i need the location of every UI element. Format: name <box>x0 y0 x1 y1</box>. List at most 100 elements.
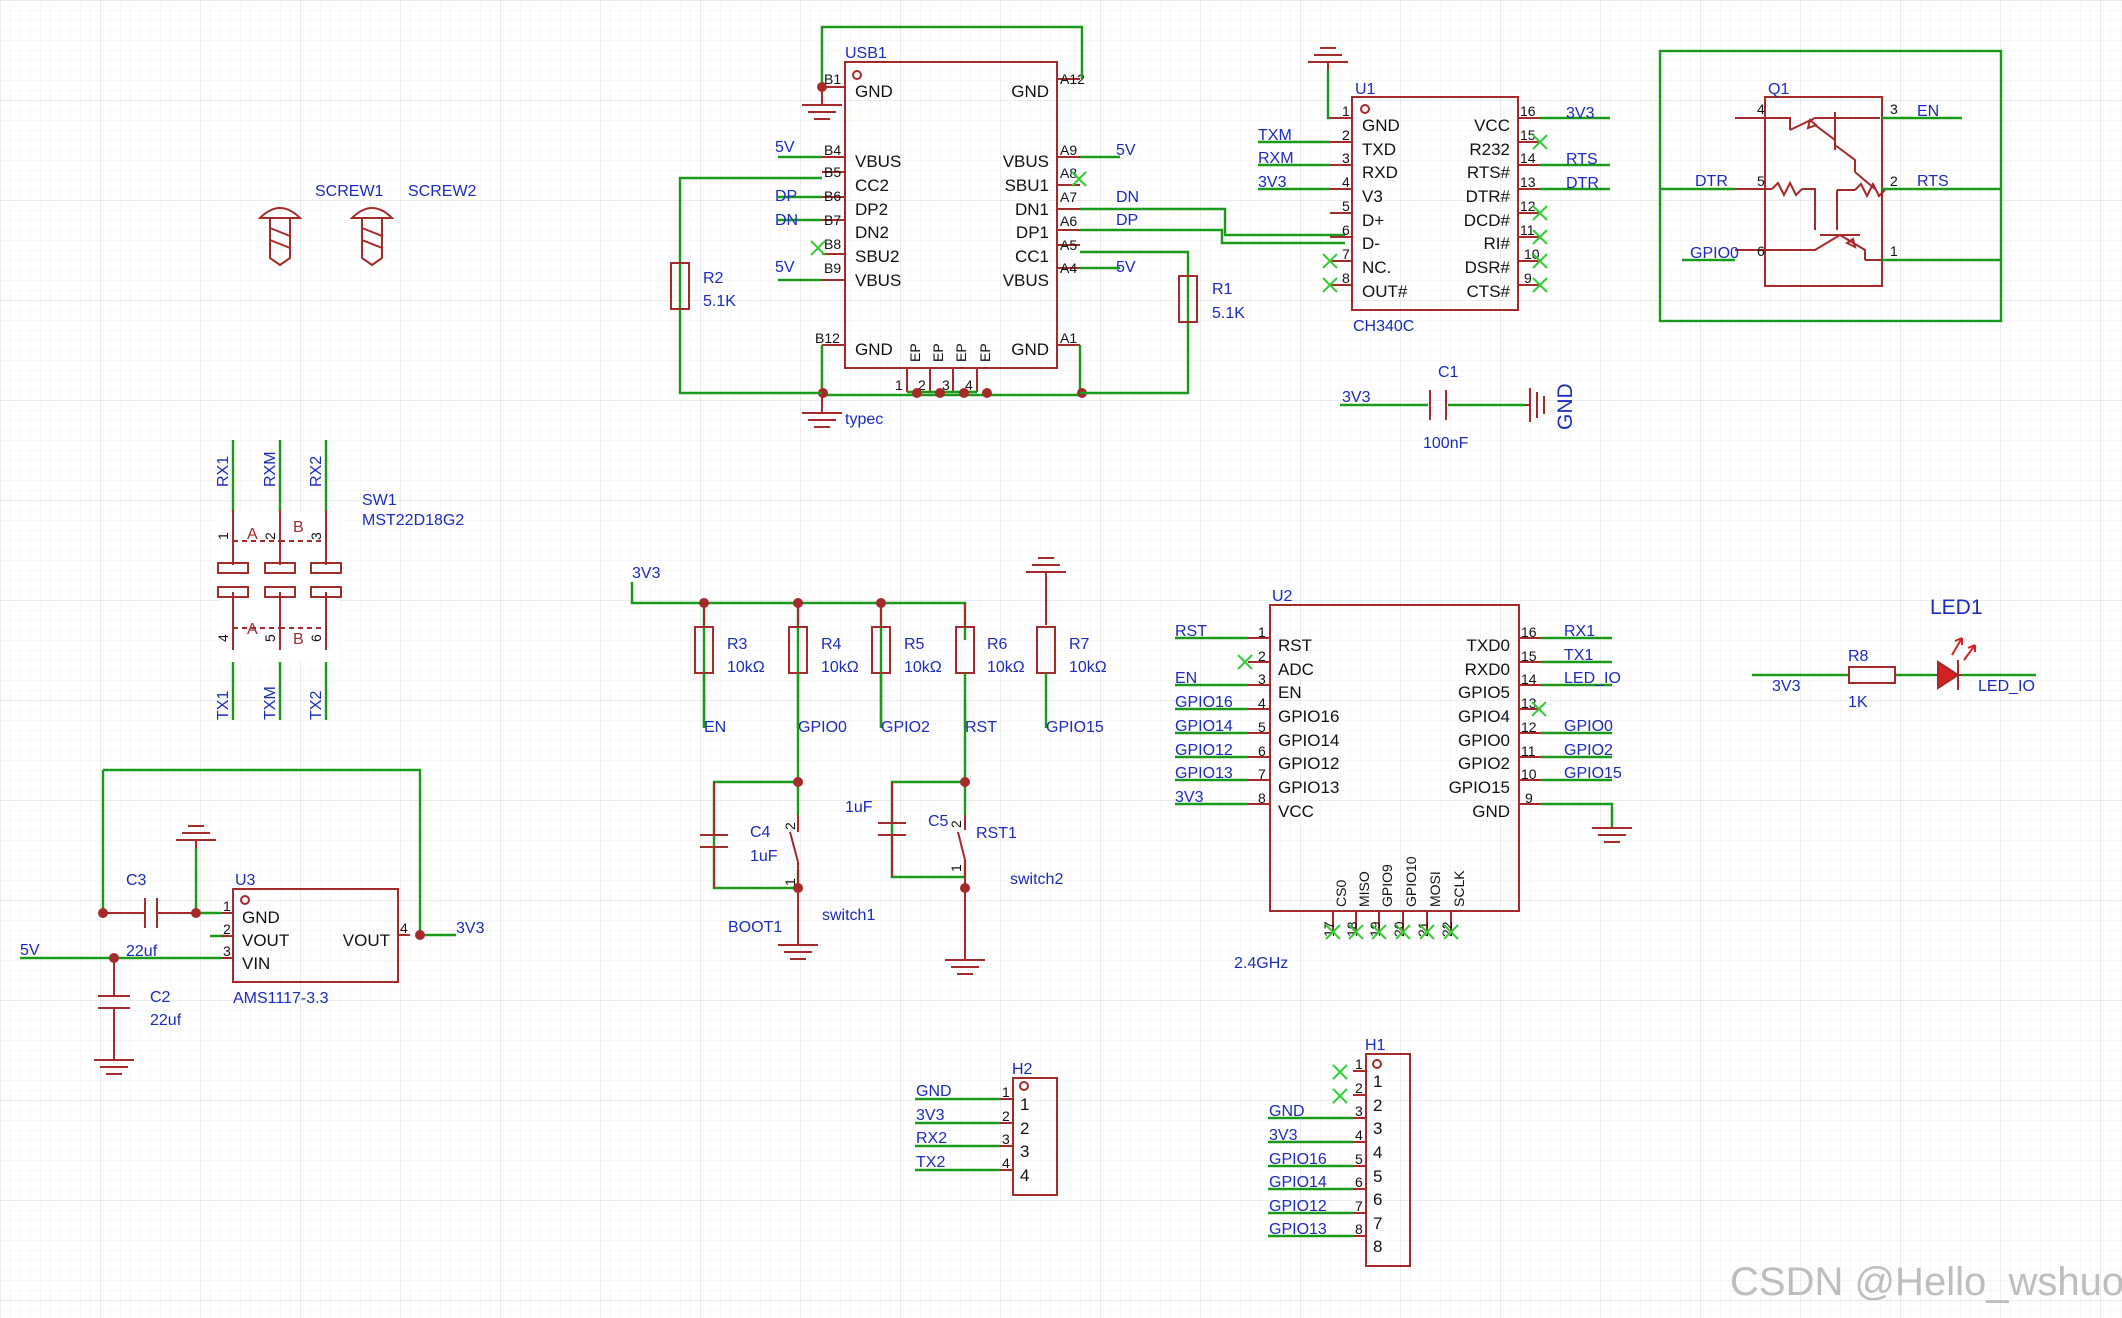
left-pins-name-label: GPIO16 <box>1278 707 1339 726</box>
right-pins-name-label: VBUS <box>1003 271 1049 290</box>
right-pins-num-label: A5 <box>1060 237 1077 253</box>
screw2-symbol[interactable]: SCREW2 <box>349 183 477 267</box>
left-pins-name-label: TXD <box>1362 140 1396 159</box>
h2-header[interactable]: H2 1 2 3 4 1 2 3 4 GND 3V3 RX2 TX2 <box>915 1061 1058 1196</box>
h1-pins-label: 8 <box>1355 1221 1363 1237</box>
boot1-pins-label: 2 <box>782 822 798 830</box>
u1-component[interactable]: U1 CH340C 1 2 3 4 5 6 7 8 16 15 14 13 12… <box>1258 47 1610 335</box>
usb1-nets-right-label: 5V <box>1116 259 1136 276</box>
u1-nets-left-label: RXM <box>1258 150 1294 167</box>
q1-pins-label: 6 <box>1757 243 1765 259</box>
resistors-value-label: 10kΩ <box>904 659 942 676</box>
right-pins-name-label: RI# <box>1484 234 1511 253</box>
r1-resistor[interactable]: R1 5.1K <box>1178 275 1245 323</box>
left-pins-name-label: SBU2 <box>855 247 899 266</box>
c4-ref-label: C4 <box>750 824 771 841</box>
sw1-switch[interactable]: SW1 MST22D18G2 RX1 RXM RX2 TX1 TXM TX2 1… <box>215 440 464 720</box>
bottom-pins-name-label: EP <box>907 343 923 362</box>
sw1-top-nets-label: RXM <box>262 451 279 487</box>
u2-value-label: 2.4GHz <box>1234 955 1288 972</box>
right-pins-net-label: GPIO2 <box>1564 742 1613 759</box>
left-pins-net-label: GPIO14 <box>1175 718 1233 735</box>
q1-pins-label: 1 <box>1890 243 1898 259</box>
h1-pins-label: 6 <box>1355 1174 1363 1190</box>
sw1-ref-label: SW1 <box>362 492 397 509</box>
left-pins-net-label: GPIO16 <box>1175 694 1233 711</box>
pullup-resistors[interactable]: 3V3 R3 10kΩ R4 10kΩ R5 10kΩ R6 10kΩ R7 1… <box>630 557 1107 736</box>
r1-ref-label: R1 <box>1212 281 1233 298</box>
right-pins-num-label: A12 <box>1060 71 1085 87</box>
h1-pins-label: 8 <box>1373 1237 1382 1256</box>
left-pins-net-label: GPIO13 <box>1175 765 1233 782</box>
resistors-value-label: 10kΩ <box>1069 659 1107 676</box>
right-pins-name-label: DN1 <box>1015 200 1049 219</box>
screw1-symbol[interactable]: SCREW1 <box>257 183 384 267</box>
left-pins-num-label: 1 <box>1258 624 1266 640</box>
right-pins-name-label: GND <box>1472 802 1510 821</box>
left-pins-num-label: 5 <box>1342 198 1350 214</box>
left-pins-num-label: 3 <box>1342 150 1350 166</box>
right-pins-num-label: 12 <box>1520 198 1536 214</box>
left-pins-num-label: B5 <box>824 164 841 180</box>
r2-resistor[interactable]: R2 5.1K <box>670 176 1190 395</box>
right-pins-name-label: CTS# <box>1467 282 1511 301</box>
q1-nets-label: DTR <box>1695 173 1728 190</box>
usb1-nets-right-label: DN <box>1116 189 1139 206</box>
right-pins-num-label: 10 <box>1521 766 1537 782</box>
q1-nets-label: RTS <box>1917 173 1949 190</box>
right-pins-num-label: 15 <box>1521 648 1537 664</box>
c1-ref-label: C1 <box>1438 364 1459 381</box>
right-pins-name-label: GPIO4 <box>1458 707 1510 726</box>
q1-transistor-pair[interactable]: Q1 4 3 5 2 6 1 EN RTS DTR GPIO0 <box>1658 49 2003 323</box>
boot1-switch[interactable]: 2 1 C4 1uF BOOT1 switch1 <box>700 728 875 960</box>
u3-regulator[interactable]: U3 AMS1117-3.3 1 2 3 4 GND VOUT VIN VOUT… <box>20 768 485 1075</box>
right-pins-num-label: A8 <box>1060 165 1077 181</box>
usb1-component[interactable]: USB1 typec B1 B4 B5 B6 B7 B8 B9 B12 A12 … <box>775 25 1345 428</box>
h1-header[interactable]: H1 1 2 3 4 5 6 7 8 1 2 3 4 5 6 7 8 GND 3… <box>1268 1037 1411 1267</box>
left-pins-num-label: B4 <box>824 142 841 158</box>
right-pins-name-label: RXD0 <box>1465 660 1510 679</box>
left-pins-name-label: D+ <box>1362 211 1384 230</box>
u2-wifi-module[interactable]: U2 2.4GHz 1 2 3 4 5 6 7 8 16 15 14 13 12… <box>1175 588 1632 972</box>
c1-capacitor[interactable]: C1 100nF 3V3 GND <box>1340 364 1577 452</box>
c3-ref-label: C3 <box>126 872 147 889</box>
rst1-switch[interactable]: 2 1 1uF C5 RST1 switch2 <box>845 728 1063 975</box>
bottom-pins-num-label: 2 <box>918 377 926 393</box>
sw1-top-pins-label: 3 <box>308 532 324 540</box>
h1-nets-label: GPIO12 <box>1269 1198 1327 1215</box>
right-pins-num-label: 15 <box>1520 127 1536 143</box>
boot1-value-label: switch1 <box>822 907 875 924</box>
h1-nets-label: GPIO14 <box>1269 1174 1327 1191</box>
h2-pins-label: 3 <box>1002 1131 1010 1147</box>
u3-value-label: AMS1117-3.3 <box>233 990 329 1007</box>
sw1-top-pins-label: 1 <box>215 532 231 540</box>
h1-pins-label: 7 <box>1373 1214 1382 1233</box>
bottom-pins-name-label: GPIO10 <box>1403 856 1419 907</box>
q1-nets-label: GPIO0 <box>1690 245 1739 262</box>
right-pins-name-label: SBU1 <box>1005 176 1049 195</box>
left-pins-name-label: GND <box>855 82 893 101</box>
q1-pins-label: 4 <box>1757 101 1765 117</box>
bottom-pins-num-label: 4 <box>965 377 973 393</box>
right-pins-name-label: DSR# <box>1465 258 1511 277</box>
u3-ref-label: U3 <box>235 872 256 889</box>
left-pins-name-label: VBUS <box>855 271 901 290</box>
h2-pins-label: 3 <box>1020 1142 1029 1161</box>
sw1-top-nets-label: RX2 <box>308 456 325 487</box>
right-pins-name-label: GPIO5 <box>1458 683 1510 702</box>
sw1-b-label: B <box>293 631 304 648</box>
left-pins-num-label: 8 <box>1258 790 1266 806</box>
led1-indicator[interactable]: LED1 R8 1K 3V3 LED_IO <box>1752 596 2036 711</box>
left-pins-num-label: 6 <box>1258 743 1266 759</box>
usb1-nets-left-label: 5V <box>775 259 795 276</box>
rst1-ref-label: RST1 <box>976 825 1017 842</box>
pins-num-label: 2 <box>223 921 231 937</box>
left-pins-num-label: 2 <box>1342 127 1350 143</box>
right-pins-num-label: A1 <box>1060 330 1077 346</box>
usb1-nets-right-label: DP <box>1116 212 1138 229</box>
sw1-bottom-nets-label: TX1 <box>215 691 232 720</box>
resistors-net-label: GPIO15 <box>1046 719 1104 736</box>
h1-nets-label: GPIO13 <box>1269 1221 1327 1238</box>
right-pins-name-label: TXD0 <box>1467 636 1510 655</box>
